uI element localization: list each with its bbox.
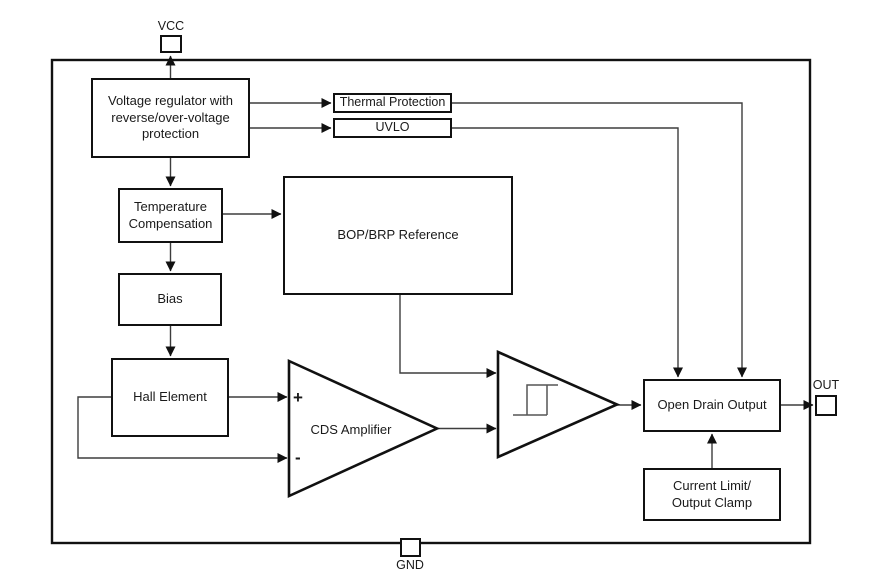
uvlo-label: UVLO [375, 120, 410, 135]
block-bop-brp-reference: BOP/BRP Reference [283, 176, 513, 295]
block-open-drain-output: Open Drain Output [643, 379, 781, 432]
thermal-protection-label: Thermal Protection [339, 95, 446, 110]
chip-boundary [50, 58, 812, 545]
temperature-compensation-label-line1: Temperature [134, 198, 207, 214]
vcc-pin-label: VCC [157, 19, 185, 33]
temperature-compensation-label-line2: Compensation [128, 215, 213, 231]
amp-plus-input-sign: + [293, 388, 303, 407]
wire-thermal-to-open-drain [452, 102, 747, 378]
out-pin-label: OUT [812, 378, 840, 392]
gnd-pin-label: GND [396, 558, 424, 572]
current-limit-label-line1: Current Limit/ [672, 477, 752, 493]
block-thermal-protection: Thermal Protection [333, 93, 452, 113]
open-drain-output-label: Open Drain Output [657, 397, 767, 413]
block-hall-element: Hall Element [111, 358, 229, 437]
voltage-regulator-label-line3: protection [141, 126, 200, 142]
out-pin-pad [815, 395, 837, 416]
block-bias: Bias [118, 273, 222, 326]
hall-element-label: Hall Element [133, 389, 207, 405]
hysteresis-icon [513, 384, 558, 416]
cds-amplifier-label: CDS Amplifier [310, 422, 392, 437]
wire-reference-to-schmitt [399, 295, 497, 378]
wire-uvlo-to-open-drain [452, 127, 683, 378]
gnd-pin-pad [400, 538, 421, 557]
bias-label: Bias [157, 291, 183, 307]
amp-minus-input-sign: - [295, 448, 301, 467]
bop-brp-reference-label: BOP/BRP Reference [337, 227, 459, 243]
voltage-regulator-label-line2: reverse/over-voltage [111, 109, 230, 125]
block-voltage-regulator: Voltage regulator with reverse/over-volt… [91, 78, 250, 158]
current-limit-label-line2: Output Clamp [671, 494, 753, 510]
vcc-pin-pad [160, 35, 182, 53]
block-temperature-compensation: Temperature Compensation [118, 188, 223, 243]
voltage-regulator-label-line1: Voltage regulator with [107, 92, 234, 108]
wire-hall-to-amp-minus [77, 396, 288, 463]
block-uvlo: UVLO [333, 118, 452, 138]
cds-amplifier-triangle [287, 358, 441, 499]
block-current-limit: Current Limit/ Output Clamp [643, 468, 781, 521]
schmitt-trigger-triangle [496, 350, 621, 459]
